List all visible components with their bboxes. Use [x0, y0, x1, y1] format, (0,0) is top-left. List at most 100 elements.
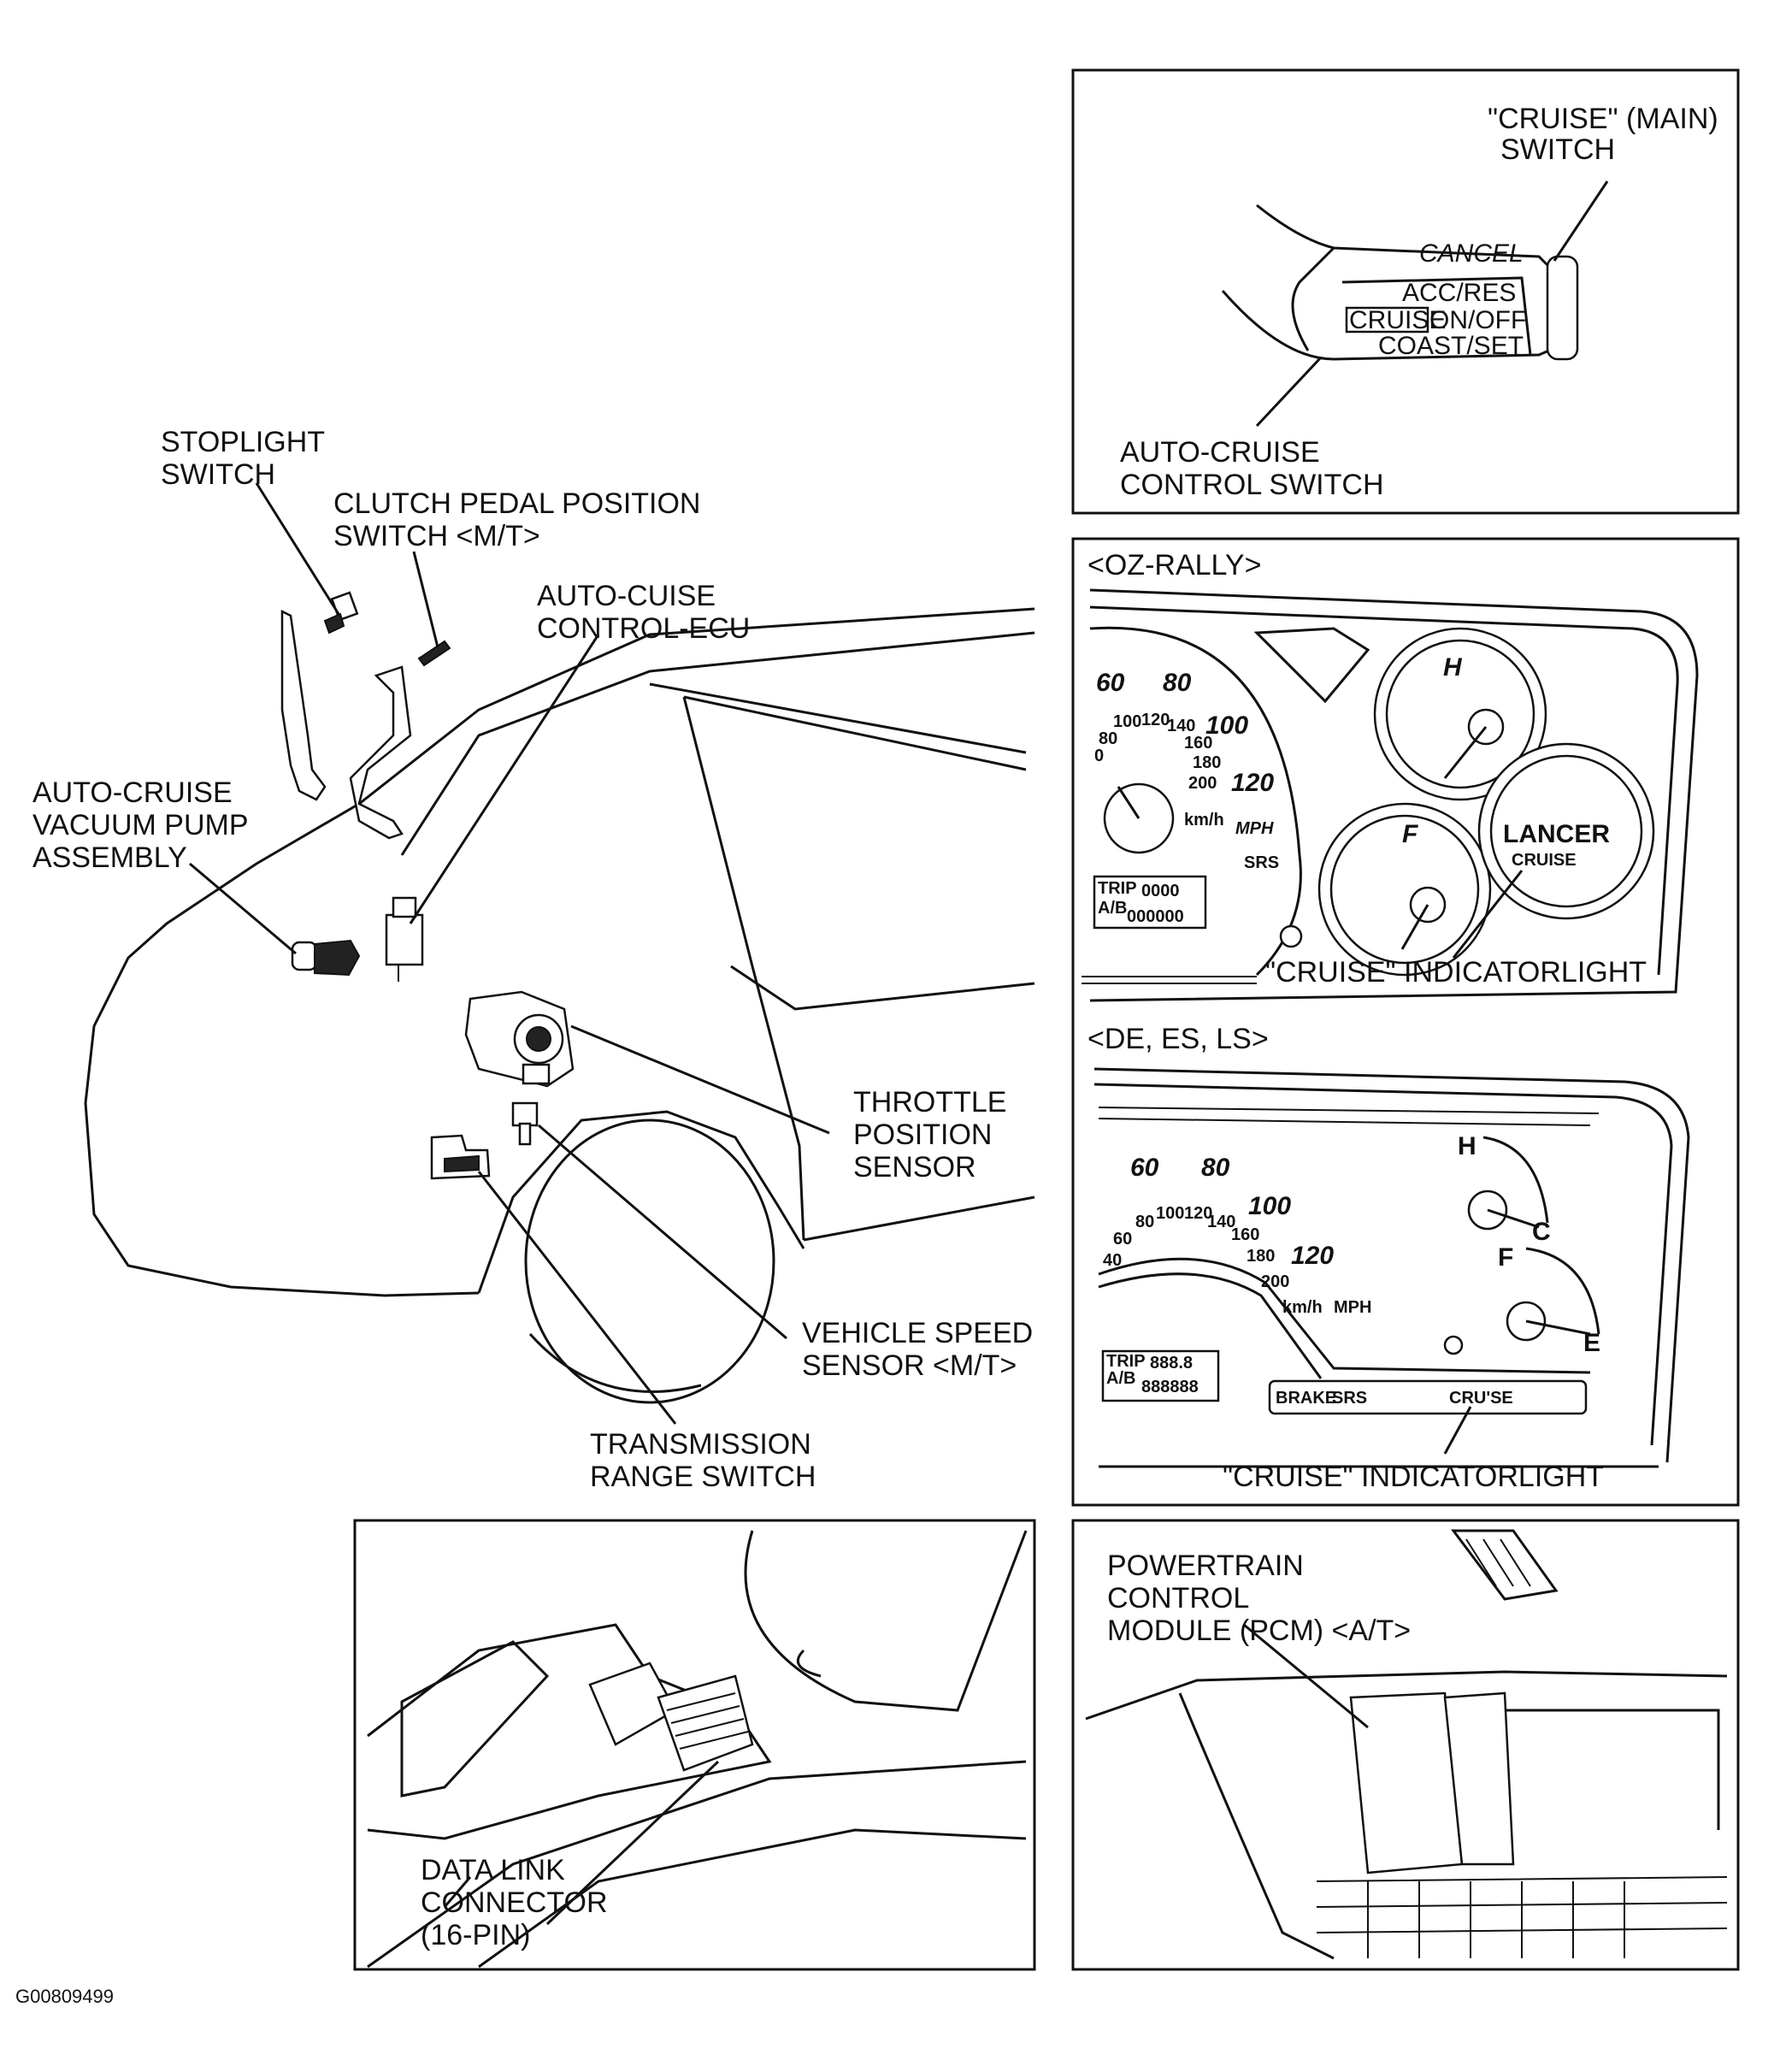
de-kmh-140: 140	[1207, 1213, 1235, 1231]
de-es-ls-gauge-panel: <DE, ES, LS> 60 80 100 120 40 60 80 100 …	[1087, 1023, 1690, 1493]
oz-speed-120: 120	[1231, 769, 1274, 797]
de-kmh-60: 60	[1113, 1230, 1132, 1249]
oz-kmh-200: 200	[1188, 774, 1217, 793]
oz-kmh-140: 140	[1167, 717, 1195, 735]
svg-text:CONTROL-ECU: CONTROL-ECU	[537, 612, 750, 645]
oz-rally-variant: <OZ-RALLY>	[1087, 549, 1261, 581]
range-switch-label: TRANSMISSION RANGE SWITCH	[590, 1428, 816, 1493]
ecu-label: AUTO-CUISE CONTROL-ECU	[537, 580, 750, 645]
oz-kmh-180: 180	[1193, 753, 1221, 772]
de-variant: <DE, ES, LS>	[1087, 1023, 1269, 1055]
cancel-text: CANCEL	[1419, 239, 1524, 268]
svg-text:THROTTLE: THROTTLE	[853, 1086, 1006, 1119]
oz-temp-h: H	[1443, 653, 1463, 682]
de-lamp-cruise: CRU'SE	[1449, 1389, 1513, 1408]
svg-text:SWITCH <M/T>: SWITCH <M/T>	[333, 520, 540, 552]
oz-mph-label: MPH	[1235, 819, 1274, 838]
stoplight-switch-label: STOPLIGHT SWITCH	[161, 426, 325, 491]
vehicle-speed-sensor-part	[511, 1101, 539, 1146]
svg-text:RANGE SWITCH: RANGE SWITCH	[590, 1461, 816, 1493]
throttle-position-sensor-part	[464, 990, 575, 1088]
oz-fuel-f: F	[1402, 820, 1418, 848]
pcm-label-3: MODULE (PCM) <A/T>	[1107, 1615, 1411, 1647]
svg-text:VACUUM PUMP: VACUUM PUMP	[32, 809, 249, 841]
svg-text:AUTO-CUISE: AUTO-CUISE	[537, 580, 716, 612]
oz-odo-label-2: A/B	[1098, 899, 1127, 918]
vehicle-outline	[84, 607, 1035, 1404]
stoplight-switch-part	[280, 591, 359, 801]
de-fuel-e: E	[1583, 1329, 1600, 1357]
de-temp-h: H	[1458, 1132, 1476, 1160]
de-speed-100: 100	[1248, 1192, 1291, 1220]
svg-text:CLUTCH PEDAL POSITION: CLUTCH PEDAL POSITION	[333, 487, 700, 520]
svg-text:ASSEMBLY: ASSEMBLY	[32, 841, 187, 874]
coast-set-text: COAST/SET	[1378, 332, 1524, 360]
de-odo-label-2: A/B	[1106, 1369, 1135, 1388]
de-speed-80: 80	[1201, 1154, 1230, 1182]
oz-kmh-80: 80	[1099, 729, 1117, 748]
oz-kmh-100: 100	[1113, 712, 1141, 731]
pcm-panel: POWERTRAIN CONTROL MODULE (PCM) <A/T>	[1071, 1519, 1740, 1971]
vacuum-pump-label: AUTO-CRUISE VACUUM PUMP ASSEMBLY	[32, 776, 249, 874]
oz-kmh-0: 0	[1094, 747, 1104, 765]
de-kmh-100: 100	[1156, 1204, 1184, 1223]
de-kmh-200: 200	[1261, 1272, 1289, 1291]
de-kmh-160: 160	[1231, 1225, 1259, 1244]
clutch-switch-label: CLUTCH PEDAL POSITION SWITCH <M/T>	[333, 487, 700, 552]
oz-srs-label: SRS	[1244, 853, 1279, 872]
clutch-pedal-switch-part	[349, 640, 451, 840]
de-speed-60: 60	[1130, 1154, 1159, 1182]
main-switch-label-1: "CRUISE" (MAIN)	[1488, 103, 1718, 135]
de-odo-top: 888.8	[1150, 1354, 1193, 1372]
data-link-label-3: (16-PIN)	[421, 1919, 530, 1951]
oz-odo-bottom: 000000	[1127, 907, 1184, 926]
oz-indicator-label: "CRUISE" INDICATORLIGHT	[1265, 956, 1647, 989]
control-switch-label-2: CONTROL SWITCH	[1120, 469, 1384, 501]
svg-text:AUTO-CRUISE: AUTO-CRUISE	[32, 776, 233, 809]
main-switch-label-2: SWITCH	[1500, 133, 1615, 166]
de-speed-120: 120	[1291, 1242, 1334, 1270]
oz-speed-60: 60	[1096, 669, 1125, 697]
data-link-label-1: DATA LINK	[421, 1854, 565, 1886]
de-kmh-120: 120	[1184, 1204, 1212, 1223]
speed-sensor-label: VEHICLE SPEED SENSOR <M/T>	[802, 1317, 1033, 1382]
acc-res-text: ACC/RES	[1402, 279, 1516, 307]
oz-brand: LANCER	[1503, 820, 1610, 848]
oz-kmh-160: 160	[1184, 734, 1212, 753]
throttle-sensor-label: THROTTLE POSITION SENSOR	[853, 1086, 1006, 1184]
de-kmh-label: km/h	[1282, 1298, 1323, 1317]
de-kmh-180: 180	[1247, 1247, 1275, 1266]
de-temp-c: C	[1532, 1218, 1551, 1246]
on-off-text: ON/OFF	[1429, 306, 1526, 334]
de-lamp-srs: SRS	[1332, 1389, 1367, 1408]
svg-text:POSITION: POSITION	[853, 1119, 992, 1151]
de-indicator-label: "CRUISE" INDICATORLIGHT	[1223, 1461, 1604, 1493]
auto-cruise-ecu-part	[385, 896, 424, 982]
svg-text:TRANSMISSION: TRANSMISSION	[590, 1428, 811, 1461]
leader-lines	[189, 482, 830, 1425]
svg-text:SWITCH: SWITCH	[161, 458, 275, 491]
svg-text:STOPLIGHT: STOPLIGHT	[161, 426, 325, 458]
pcm-label-1: POWERTRAIN	[1107, 1550, 1304, 1582]
oz-odo-top: 0000	[1141, 882, 1180, 900]
oz-speed-100: 100	[1205, 711, 1248, 740]
de-odo-label-1: TRIP	[1106, 1352, 1146, 1371]
de-mph-label: MPH	[1334, 1298, 1371, 1317]
figure-id: G00809499	[15, 1986, 114, 2007]
oz-cruise-lamp: CRUISE	[1512, 851, 1577, 870]
vacuum-pump-part	[291, 939, 361, 977]
de-lamp-brake: BRAKE	[1276, 1389, 1336, 1408]
oz-kmh-label: km/h	[1184, 811, 1224, 829]
oz-odo-label-1: TRIP	[1098, 879, 1137, 898]
svg-text:SENSOR <M/T>: SENSOR <M/T>	[802, 1349, 1017, 1382]
svg-text:SENSOR: SENSOR	[853, 1151, 976, 1184]
de-odo-bottom: 888888	[1141, 1378, 1199, 1396]
transmission-range-switch-part	[430, 1134, 491, 1180]
svg-text:VEHICLE SPEED: VEHICLE SPEED	[802, 1317, 1033, 1349]
de-kmh-80: 80	[1135, 1213, 1154, 1231]
oz-speed-80: 80	[1163, 669, 1192, 697]
cruise-switch-panel: CANCEL ACC/RES CRUISE ON/OFF COAST/SET "…	[1071, 68, 1740, 515]
pcm-label-2: CONTROL	[1107, 1582, 1249, 1615]
control-switch-label-1: AUTO-CRUISE	[1120, 436, 1320, 469]
